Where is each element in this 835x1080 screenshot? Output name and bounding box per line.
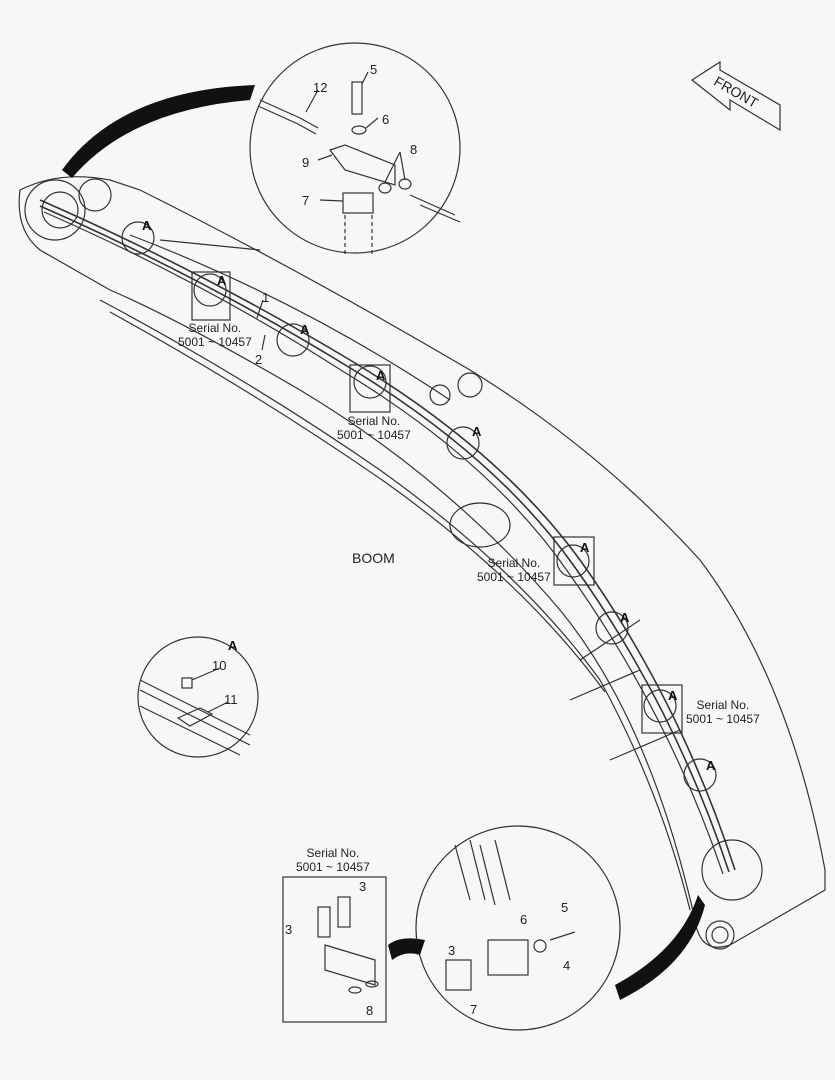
callout-5: 5 — [370, 62, 378, 77]
callout-9: 9 — [302, 155, 310, 170]
callout-3: 3 — [359, 879, 367, 894]
serial-note-line1: Serial No. — [347, 414, 401, 428]
detail-a-title: A — [228, 638, 238, 653]
detail-a-marker: A — [706, 758, 716, 773]
serial-note: Serial No. 5001 ~ 10457 — [686, 698, 760, 726]
callout-1: 1 — [262, 290, 270, 305]
callout-5: 5 — [561, 900, 569, 915]
serial-note: Serial No. 5001 ~ 10457 — [477, 556, 551, 584]
callout-3: 3 — [448, 943, 456, 958]
serial-note-line1: Serial No. — [188, 321, 242, 335]
callout-11: 11 — [224, 692, 238, 707]
callout-2: 2 — [255, 352, 263, 367]
callout-8: 8 — [410, 142, 418, 157]
serial-note-line1: Serial No. — [306, 846, 360, 860]
serial-note-line2: 5001 ~ 10457 — [477, 570, 551, 584]
boom-label: BOOM — [352, 550, 395, 566]
detail-a-marker: A — [300, 322, 310, 337]
detail-a-marker: A — [620, 610, 630, 625]
serial-note-line1: Serial No. — [487, 556, 541, 570]
callout-6: 6 — [382, 112, 390, 127]
detail-a-marker: A — [580, 540, 590, 555]
serial-note-line2: 5001 ~ 10457 — [686, 712, 760, 726]
serial-note-line2: 5001 ~ 10457 — [178, 335, 252, 349]
serial-note: Serial No. 5001 ~ 10457 — [178, 321, 252, 349]
serial-note-line2: 5001 ~ 10457 — [296, 860, 370, 874]
detail-a-marker: A — [217, 273, 227, 288]
callout-7: 7 — [302, 193, 310, 208]
callout-8: 8 — [366, 1003, 374, 1018]
detail-a-marker: A — [142, 218, 152, 233]
callout-7: 7 — [470, 1002, 478, 1017]
serial-note: Serial No. 5001 ~ 10457 — [337, 414, 411, 442]
callout-10: 10 — [212, 658, 227, 673]
callout-3: 3 — [285, 922, 293, 937]
callout-12: 12 — [313, 80, 328, 95]
callout-6: 6 — [520, 912, 528, 927]
detail-a-marker: A — [472, 424, 482, 439]
serial-note-line2: 5001 ~ 10457 — [337, 428, 411, 442]
detail-a-marker: A — [376, 368, 386, 383]
detail-a-marker: A — [668, 688, 678, 703]
serial-note-line1: Serial No. — [696, 698, 750, 712]
callout-4: 4 — [563, 958, 571, 973]
serial-note: Serial No. 5001 ~ 10457 — [296, 846, 370, 874]
